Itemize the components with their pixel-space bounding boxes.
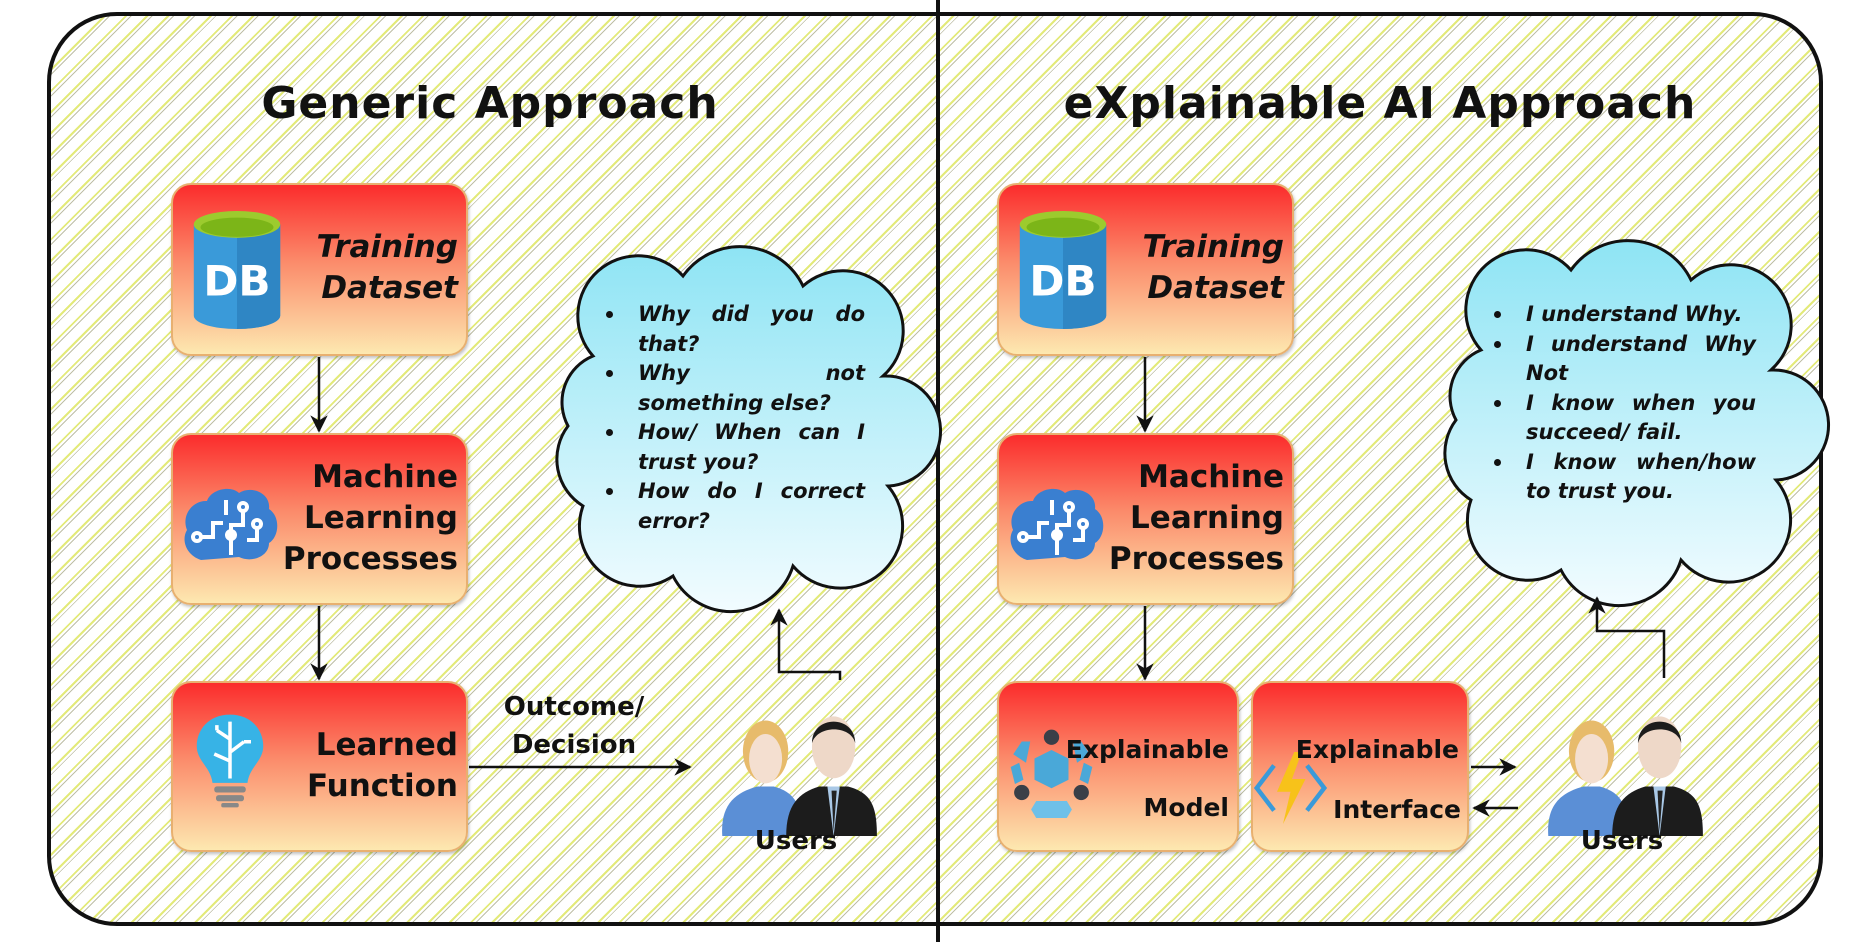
cloud-right xyxy=(1443,239,1830,608)
users-icon xyxy=(714,702,879,836)
cloud-item: I understand Why. xyxy=(1488,300,1756,330)
label: Training xyxy=(316,229,458,265)
db-icon xyxy=(1015,207,1111,332)
label: Learning xyxy=(304,500,458,536)
cloud-item: I know when/how to trust you. xyxy=(1488,448,1756,507)
label: Dataset xyxy=(1147,270,1284,306)
label: Learning xyxy=(1130,500,1284,536)
explainable-interface-box: Explainable Interface xyxy=(1251,681,1469,852)
cloud-item: I know when you succeed/ fail. xyxy=(1488,389,1756,448)
db-icon xyxy=(189,207,285,332)
label: Function xyxy=(307,768,458,804)
label: Machine xyxy=(1138,459,1284,495)
label: Processes xyxy=(282,541,458,577)
cloud-item: Why not something else? xyxy=(600,359,865,418)
lightbulb-brain-icon xyxy=(195,711,265,811)
brain-circuit-icon xyxy=(181,485,281,565)
brain-circuit-icon xyxy=(1007,485,1107,565)
label: Learned xyxy=(315,727,458,763)
label: Outcome/ xyxy=(503,692,645,722)
label: Explainable xyxy=(1295,735,1459,764)
label: Model xyxy=(1143,793,1229,822)
outcome-decision-label: Outcome/Decision xyxy=(484,688,664,764)
label: Processes xyxy=(1108,541,1284,577)
cloud-questions: Why did you do that? Why not something e… xyxy=(600,300,865,536)
cloud-item: I understand Why Not xyxy=(1488,330,1756,389)
label: Training xyxy=(1142,229,1284,265)
title-generic: Generic Approach xyxy=(261,78,719,129)
cloud-item: How do I correct error? xyxy=(600,477,865,536)
users-label-left: Users xyxy=(754,826,838,856)
label: Decision xyxy=(511,730,637,760)
users-label-right: Users xyxy=(1580,826,1664,856)
explainable-model-box: Explainable Model xyxy=(997,681,1239,852)
arrow-users-cloud-left xyxy=(770,608,842,680)
label: Dataset xyxy=(321,270,458,306)
panel-divider xyxy=(936,0,940,942)
arrow-users-cloud-right xyxy=(1588,596,1666,678)
cloud-item: How/ When can I trust you? xyxy=(600,418,865,477)
label: Explainable xyxy=(1065,735,1229,764)
cloud-item: Why did you do that? xyxy=(600,300,865,359)
label: Interface xyxy=(1333,795,1461,824)
label: Machine xyxy=(312,459,458,495)
cloud-left xyxy=(555,245,942,614)
users-icon xyxy=(1540,702,1705,836)
title-xai: eXplainable AI Approach xyxy=(1063,78,1697,129)
cloud-answers: I understand Why. I understand Why Not I… xyxy=(1488,300,1756,507)
